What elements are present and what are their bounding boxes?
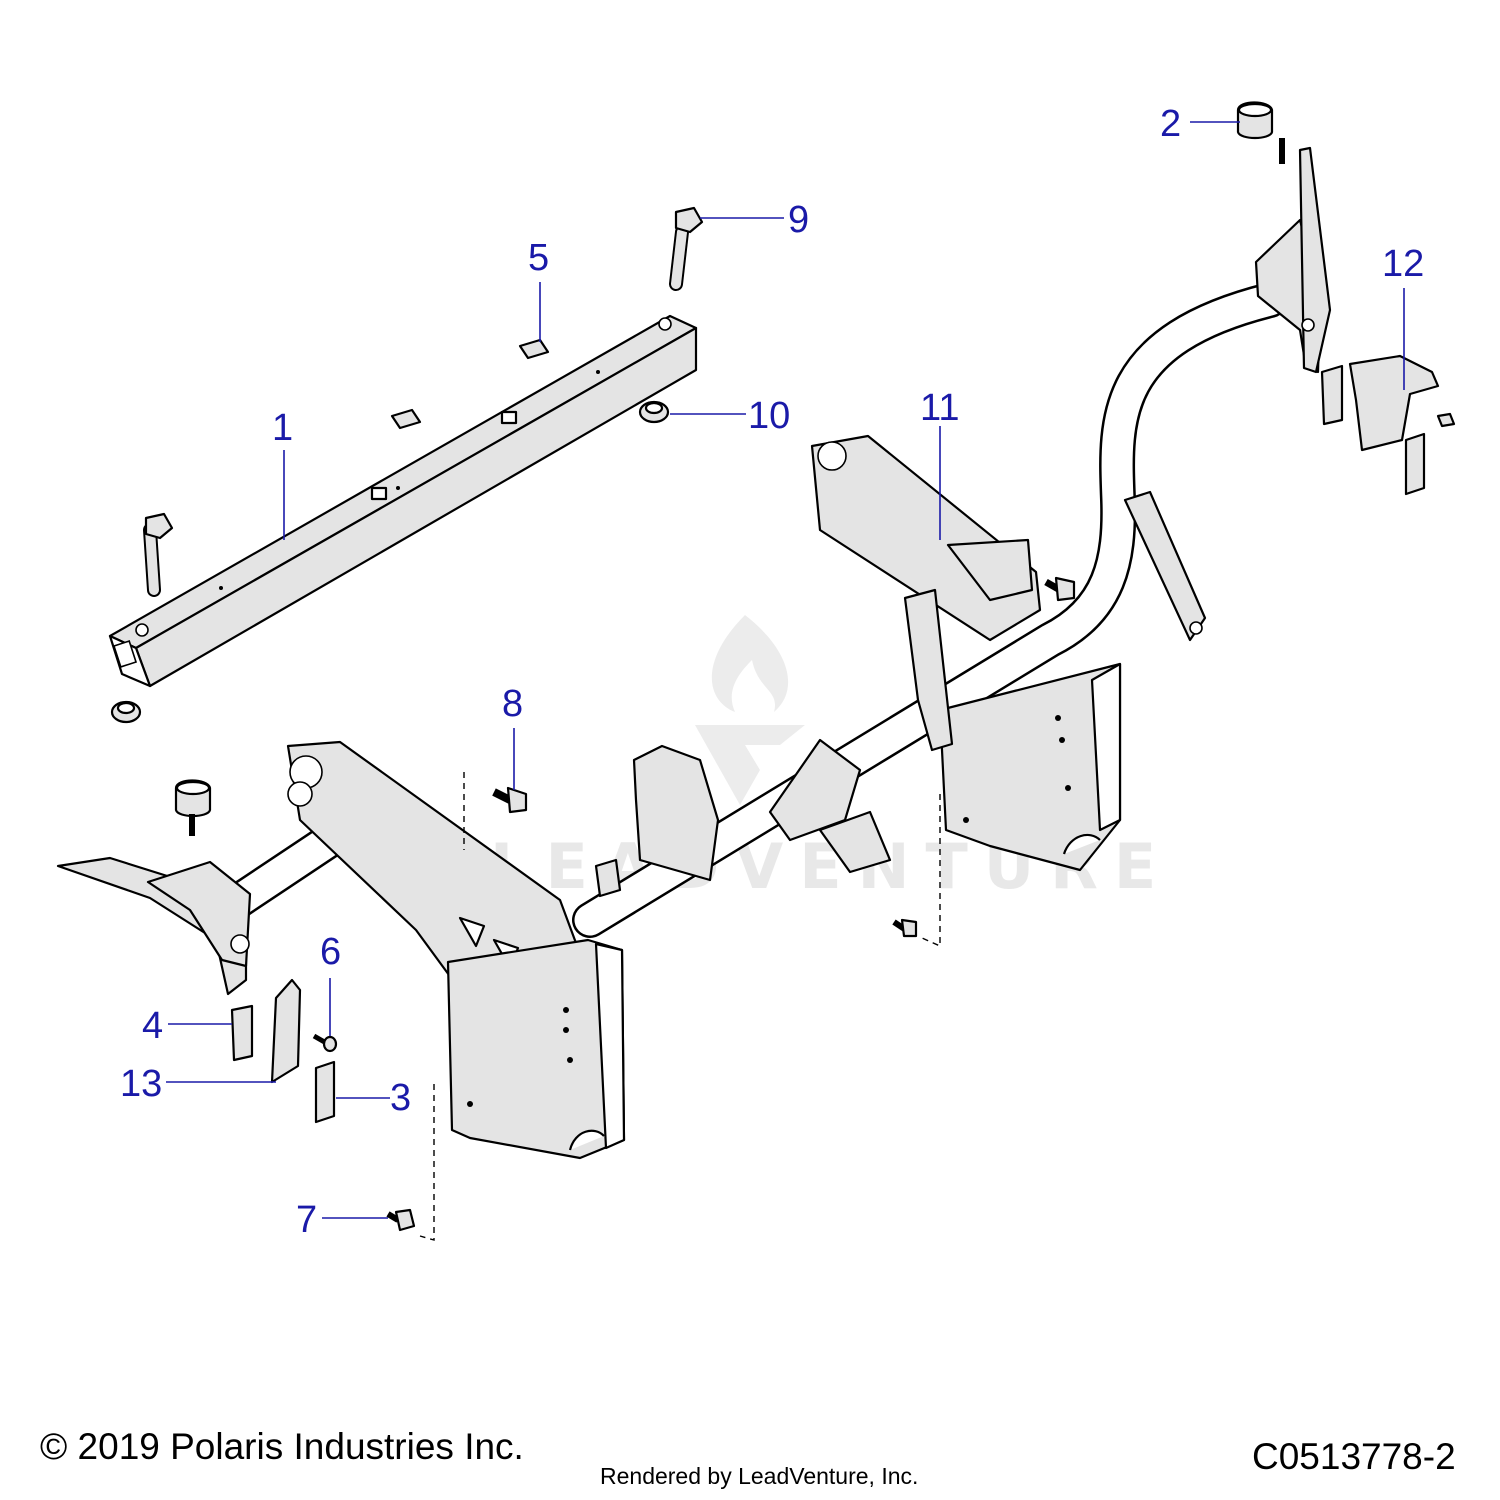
callouts: 1 2 3 4 5 6 7 8 9 10 11 12 13 — [120, 103, 1424, 1241]
callout-6[interactable]: 6 — [320, 931, 341, 973]
callout-1[interactable]: 1 — [272, 407, 293, 449]
part-bolt-9 — [669, 206, 704, 291]
copyright-notice: © 2019 Polaris Industries Inc. — [40, 1426, 524, 1467]
callout-8[interactable]: 8 — [502, 683, 523, 725]
callout-9[interactable]: 9 — [788, 199, 809, 241]
part-screw-6 — [312, 1033, 338, 1053]
callout-2[interactable]: 2 — [1160, 103, 1181, 145]
part-grommet-10 — [110, 400, 670, 724]
watermark-lv-icon — [695, 725, 805, 805]
alignment-lines — [419, 772, 941, 1241]
callout-7[interactable]: 7 — [296, 1199, 317, 1241]
leader-lines — [166, 121, 1405, 1219]
bolt-rear-lower — [892, 918, 918, 938]
part-pad-4 — [230, 1004, 254, 1062]
callout-5[interactable]: 5 — [528, 237, 549, 279]
part-main-frame — [56, 146, 1332, 1160]
part-bumper-2 — [174, 101, 1285, 836]
callout-3[interactable]: 3 — [390, 1077, 411, 1119]
part-cross-tube — [108, 314, 698, 688]
callout-12[interactable]: 12 — [1382, 243, 1424, 285]
part-bolt-8 — [492, 786, 528, 814]
drawing-id: C0513778-2 — [1252, 1436, 1456, 1477]
part-bracket-13 — [270, 978, 302, 1084]
bolt-cross-tube-left — [143, 512, 174, 597]
part-bracket-12 — [1320, 354, 1456, 496]
watermark-flame-icon — [711, 615, 789, 712]
part-pad-3 — [314, 1060, 336, 1124]
callout-4[interactable]: 4 — [142, 1005, 163, 1047]
callout-10[interactable]: 10 — [748, 395, 790, 437]
bolt-rear-mid — [1044, 576, 1076, 602]
callout-11[interactable]: 11 — [920, 387, 959, 429]
part-bolt-7 — [386, 1208, 416, 1232]
rendered-by-credit: Rendered by LeadVenture, Inc. — [600, 1463, 919, 1489]
callout-13[interactable]: 13 — [120, 1063, 162, 1105]
part-clip-nut-5 — [390, 338, 550, 430]
